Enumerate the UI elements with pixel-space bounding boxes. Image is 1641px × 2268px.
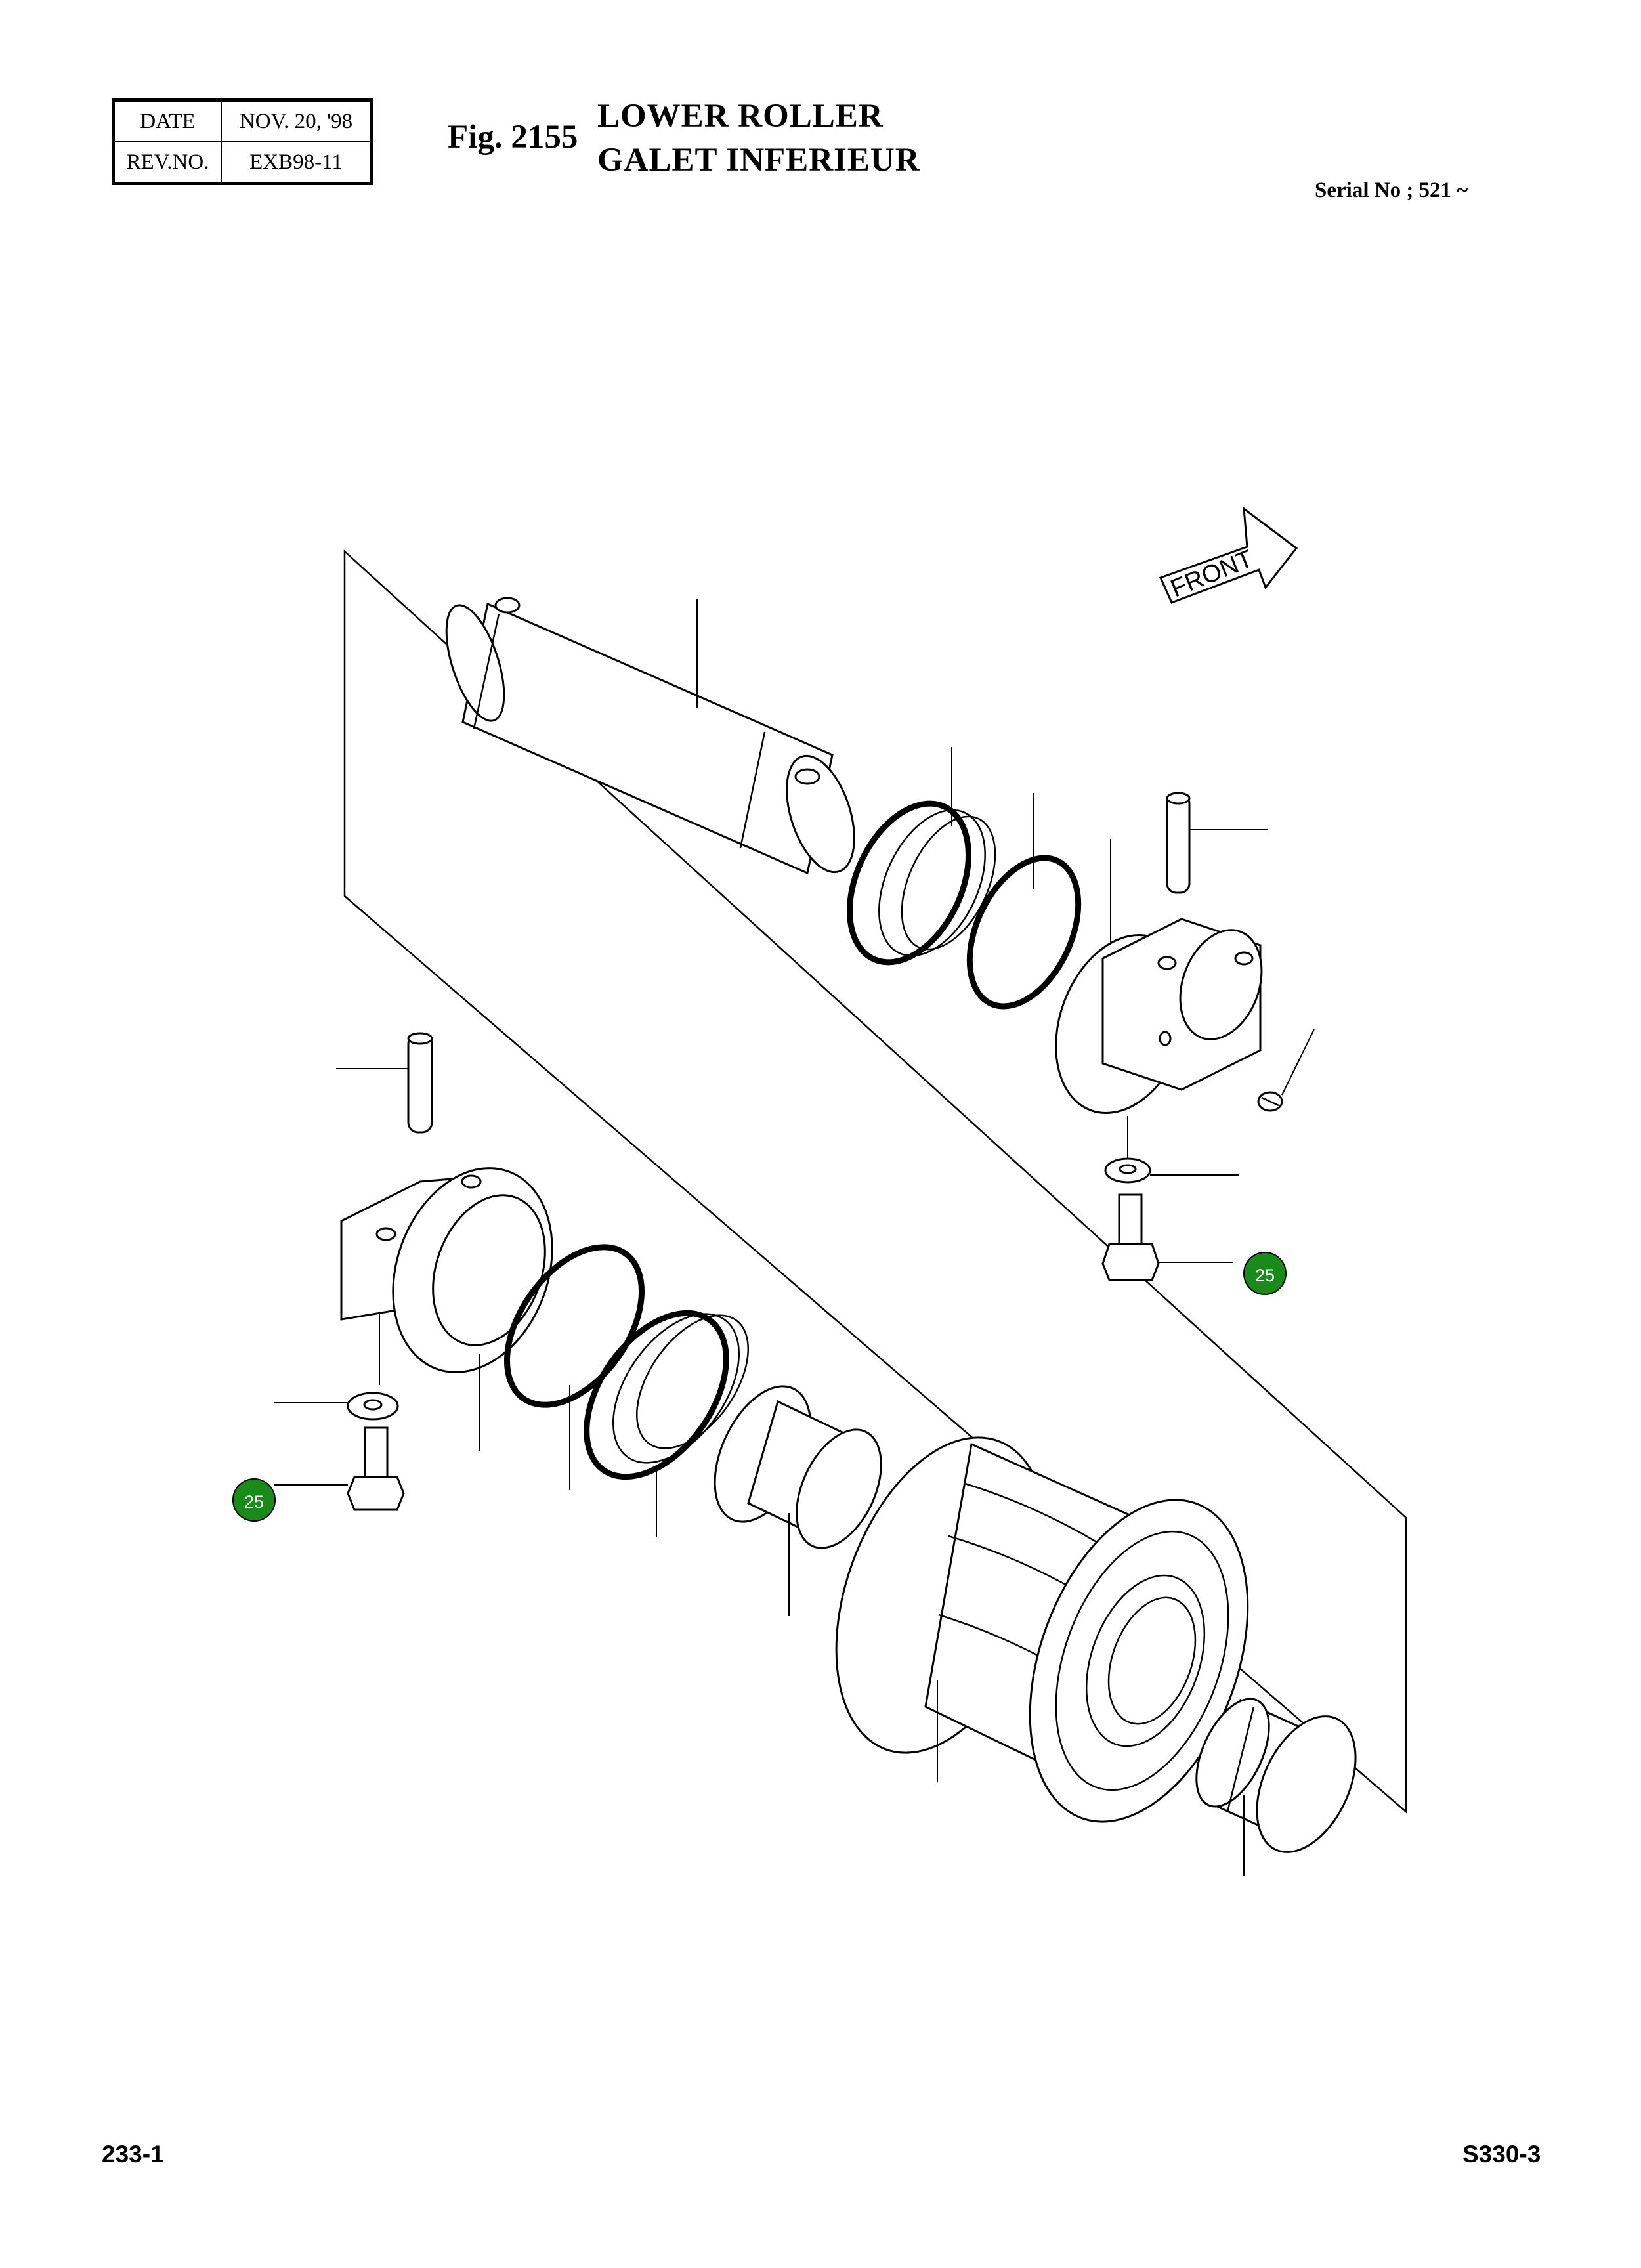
date-value: NOV. 20, '98 [221,99,373,142]
washer-lower [347,1392,399,1421]
callout-label: 25 [1255,1266,1275,1285]
callout-25-upper: 25 [1243,1252,1287,1295]
collar-upper [1055,918,1263,1115]
front-arrow: FRONT [1159,506,1298,604]
floating-seal-lower [584,1310,750,1480]
bolt-upper [1101,1193,1160,1281]
pin-lower [407,1032,433,1134]
model-number: S330-3 [1462,2141,1541,2168]
callout-label: 25 [244,1492,264,1512]
bolt-lower [347,1426,405,1511]
callout-25-lower: 25 [232,1478,276,1522]
bushing-right [1195,1698,1357,1853]
o-ring-upper [966,855,1082,1010]
serial-number: Serial No ; 521 ~ [1315,179,1468,202]
rev-label: REV.NO. [112,141,222,184]
collar-lower [340,1167,553,1373]
figure-title-english: LOWER ROLLER [597,98,884,135]
assembly-outline [343,549,1407,1814]
pin-upper [1166,792,1191,894]
roller-body [835,1436,1249,1823]
rev-value: EXB98-11 [221,141,373,184]
washer-upper [1104,1157,1151,1184]
bushing-center [714,1385,882,1549]
figure-number: Fig. 2155 [448,119,578,156]
shaft [445,597,855,875]
figure-title-french: GALET INFERIEUR [597,142,920,179]
revision-table: DATE NOV. 20, '98 REV.NO. EXB98-11 [112,98,373,185]
date-label: DATE [112,99,222,142]
plug-upper [1257,1091,1283,1112]
leader-line [1281,1029,1315,1096]
page-number: 233-1 [102,2141,164,2168]
front-label: FRONT [1167,545,1257,603]
floating-seal-upper [847,800,996,966]
